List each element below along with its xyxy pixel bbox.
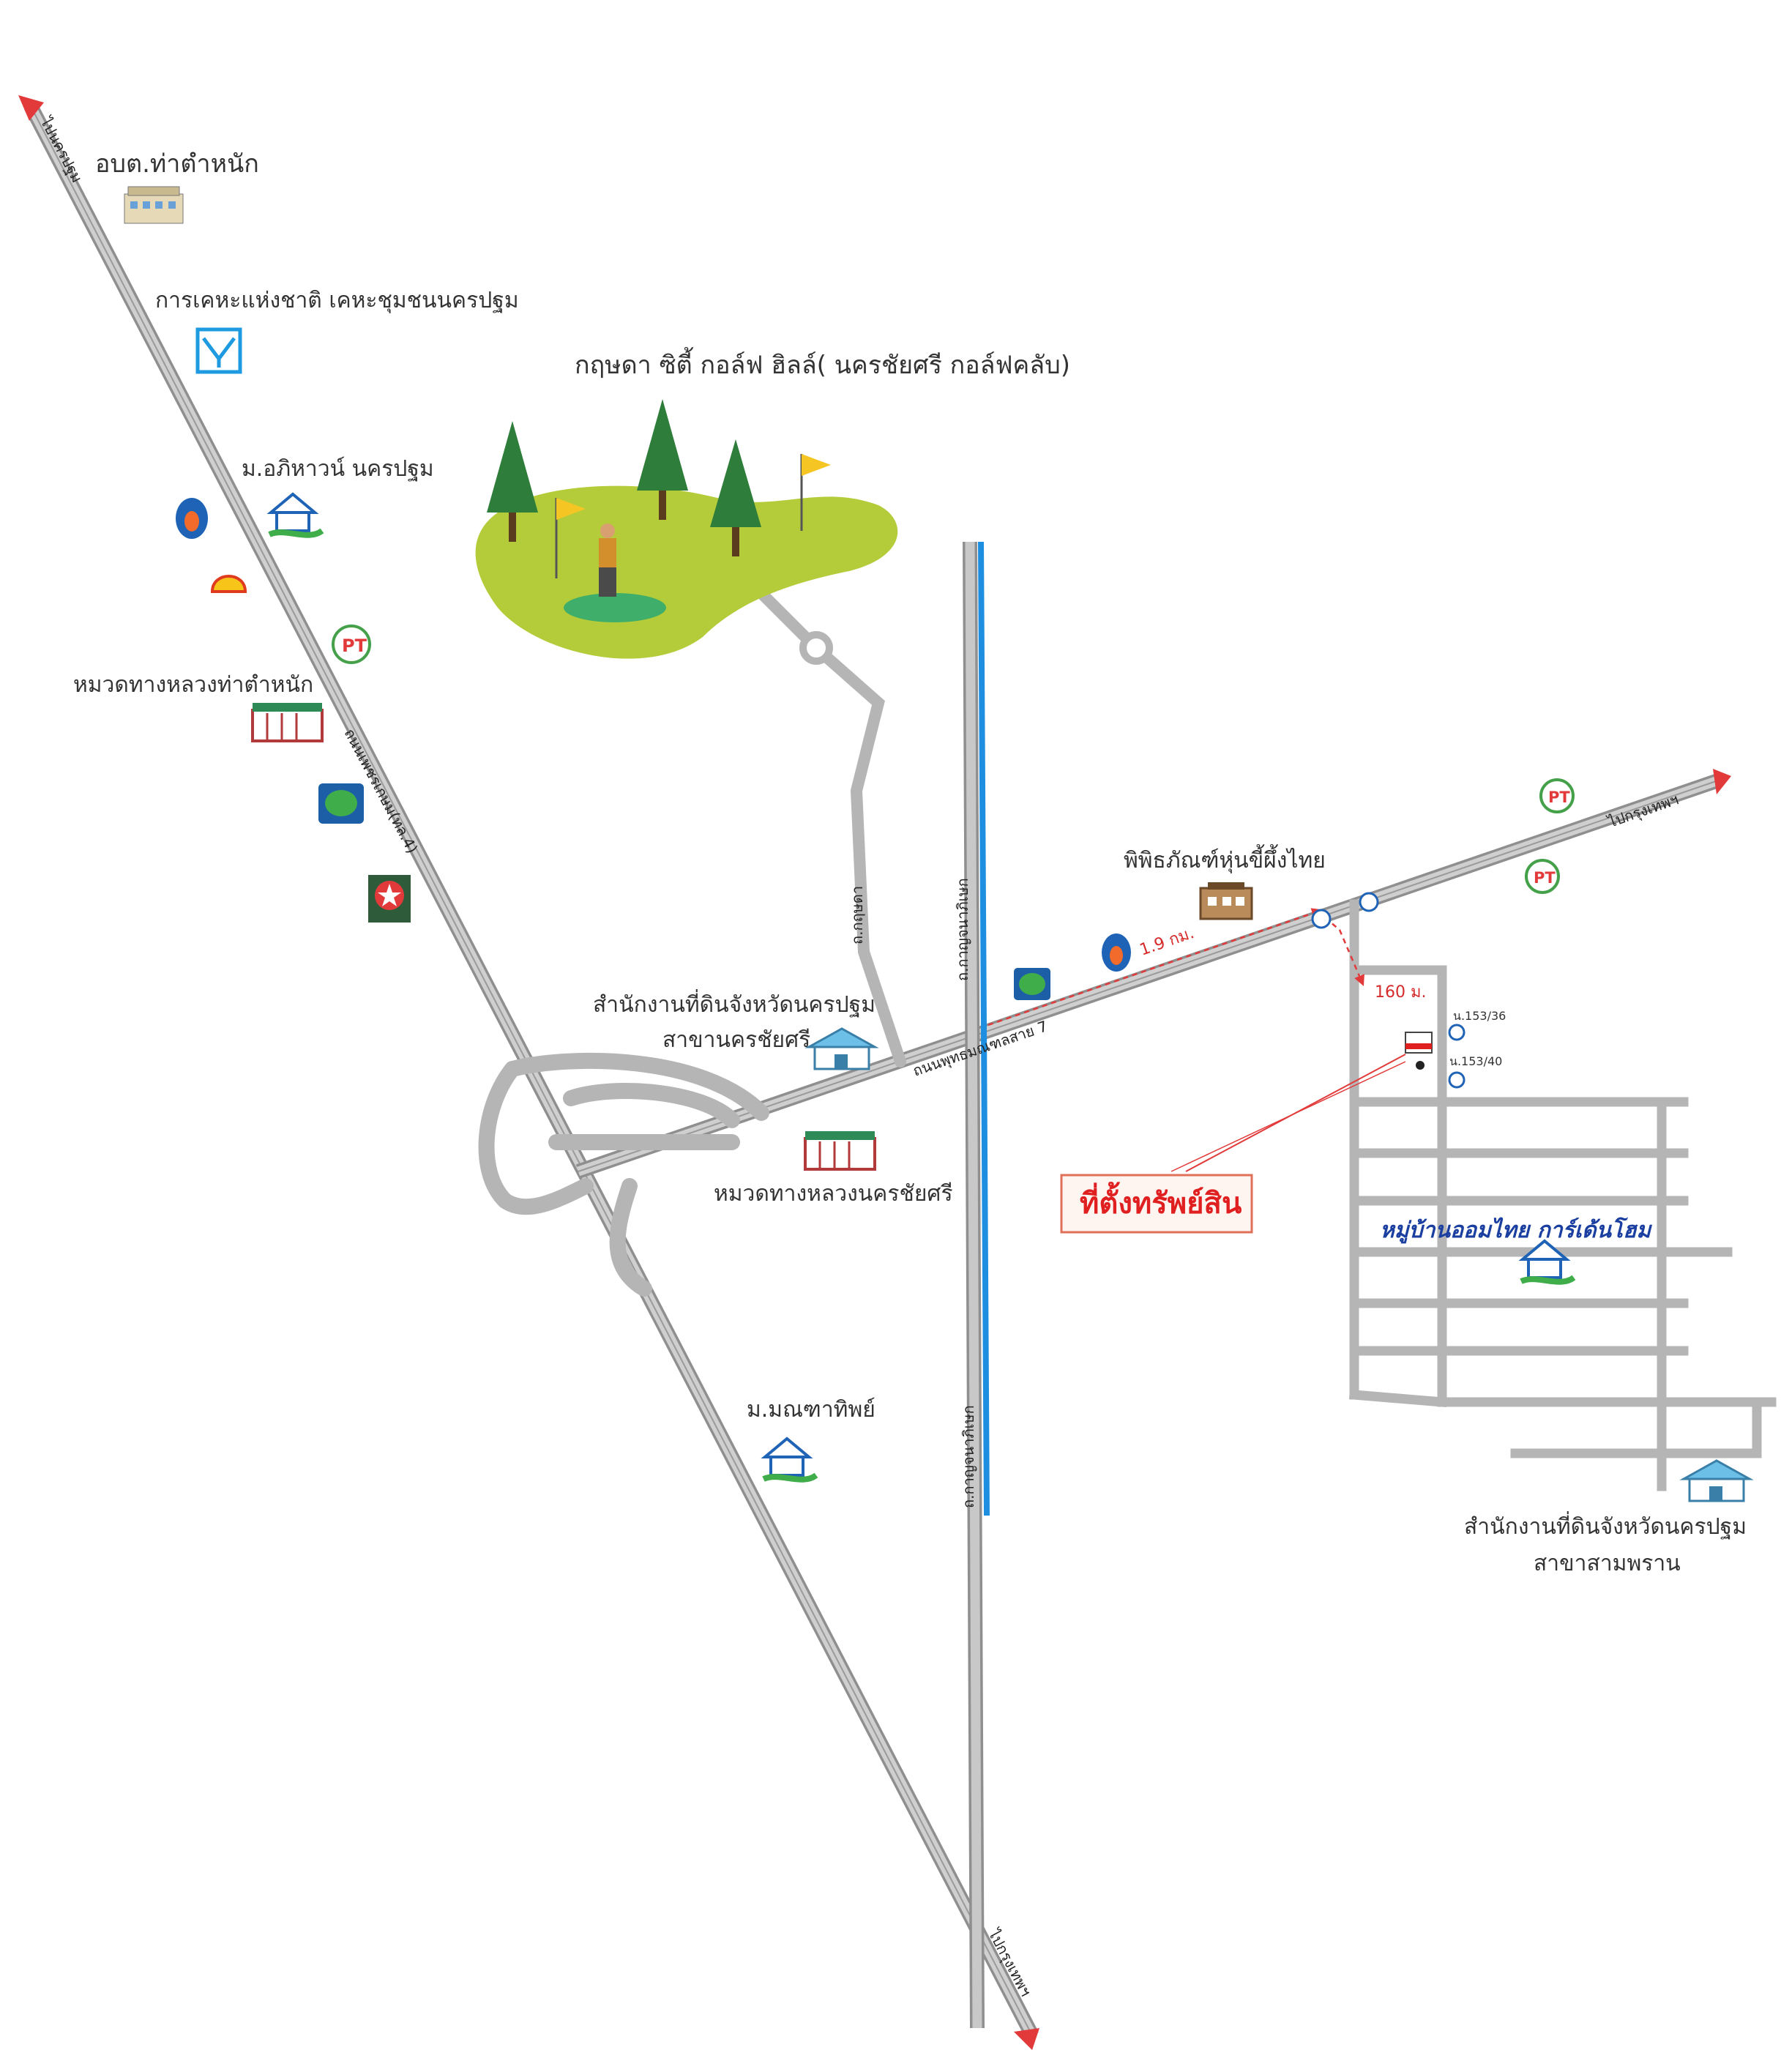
bangchak-station-icon — [1014, 968, 1050, 1000]
property-location-callout: ที่ตั้งทรัพย์สิน — [1060, 1174, 1253, 1234]
house-icon — [1518, 1239, 1576, 1285]
road-label-golf-road: ถ.กฤษดา — [848, 886, 866, 944]
road-label-to-bangkok-top: ไปกรุงเทพฯ — [1605, 791, 1681, 832]
plot-number-b: น.153/40 — [1449, 1054, 1502, 1068]
label-village: หมู่บ้านออมไทย การ์เด้นโฮม — [1380, 1217, 1652, 1244]
caltex-station-icon — [368, 875, 411, 923]
road-label-kanchanaphisek-top: ถ.กาญจนาภิเษก — [954, 878, 971, 981]
label-highway-tha-tamnak: หมวดทางหลวงท่าตำหนัก — [73, 672, 313, 698]
bangchak-station-icon — [318, 783, 364, 824]
property-location-label: ที่ตั้งทรัพย์สิน — [1080, 1182, 1242, 1221]
svg-text:PT: PT — [342, 636, 367, 656]
label-monthathip: ม.มณฑาทิพย์ — [747, 1397, 875, 1423]
ptt-station-icon — [176, 498, 208, 539]
road-label-kanchanaphisek-bottom: ถ.กาญจนาภิเษก — [960, 1405, 977, 1508]
golf-road — [755, 587, 906, 1067]
plot-number-a: น.153/36 — [1453, 1009, 1506, 1023]
label-land-office-branch-2: สาขานครชัยศรี — [662, 1027, 810, 1053]
house-icon — [761, 1436, 818, 1483]
road-arrow-northwest — [18, 95, 44, 121]
svg-text:PT: PT — [1548, 789, 1570, 806]
label-land-office-sam-phran-1: สำนักงานที่ดินจังหวัดนครปฐม — [1464, 1511, 1747, 1540]
highway-office-icon — [251, 703, 324, 742]
buddhamonthon-road — [575, 772, 1723, 1179]
canal — [978, 541, 990, 1516]
shell-station-icon — [210, 575, 247, 593]
road-arrow-southeast — [1014, 2028, 1039, 2050]
village-roads — [1348, 899, 1777, 1491]
land-office-icon — [804, 1027, 879, 1070]
property-marker — [1405, 1032, 1433, 1070]
interchange — [478, 1052, 769, 1297]
label-obt: อบต.ท่าตำหนัก — [95, 149, 259, 179]
ptt-station-icon — [1102, 933, 1131, 972]
kanchanaphisek-road — [963, 541, 985, 2029]
pt-station-icon: PT — [332, 625, 371, 664]
museum-icon — [1199, 882, 1253, 920]
u-turn-icon — [1311, 892, 1466, 1089]
pt-station-icon: PT — [1525, 859, 1560, 894]
distance-label-turn: 1.9 กม. — [1138, 924, 1197, 960]
golf-course-icon — [475, 399, 898, 659]
label-aphiwan: ม.อภิหาวน์ นครปฐม — [242, 456, 434, 482]
distance-label-property: 160 ม. — [1375, 983, 1426, 1002]
svg-text:PT: PT — [1534, 869, 1556, 887]
land-office-icon — [1679, 1459, 1754, 1502]
label-land-office-branch-1: สำนักงานที่ดินจังหวัดนครปฐม — [593, 989, 875, 1018]
label-museum: พิพิธภัณฑ์หุ่นขี้ผึ้งไทย — [1124, 844, 1326, 874]
road-arrow-east — [1713, 769, 1731, 794]
pt-station-icon: PT — [1539, 778, 1575, 813]
housing-authority-icon — [195, 327, 242, 374]
label-highway-nakhon-chai-si: หมวดทางหลวงนครชัยศรี — [714, 1181, 953, 1207]
highway-office-icon — [804, 1131, 876, 1171]
house-icon — [266, 492, 324, 538]
building-icon — [124, 186, 184, 224]
roads — [24, 103, 1777, 2039]
label-golf-club: กฤษดา ซิตี้ กอล์ฟ ฮิลล์( นครชัยศรี กอล์ฟ… — [575, 347, 1070, 380]
label-land-office-sam-phran-2: สาขาสามพราน — [1534, 1551, 1681, 1576]
label-housing-authority: การเคหะแห่งชาติ เคหะชุมชนนครปฐม — [155, 288, 519, 314]
property-pointer-line-2 — [1170, 1061, 1406, 1172]
